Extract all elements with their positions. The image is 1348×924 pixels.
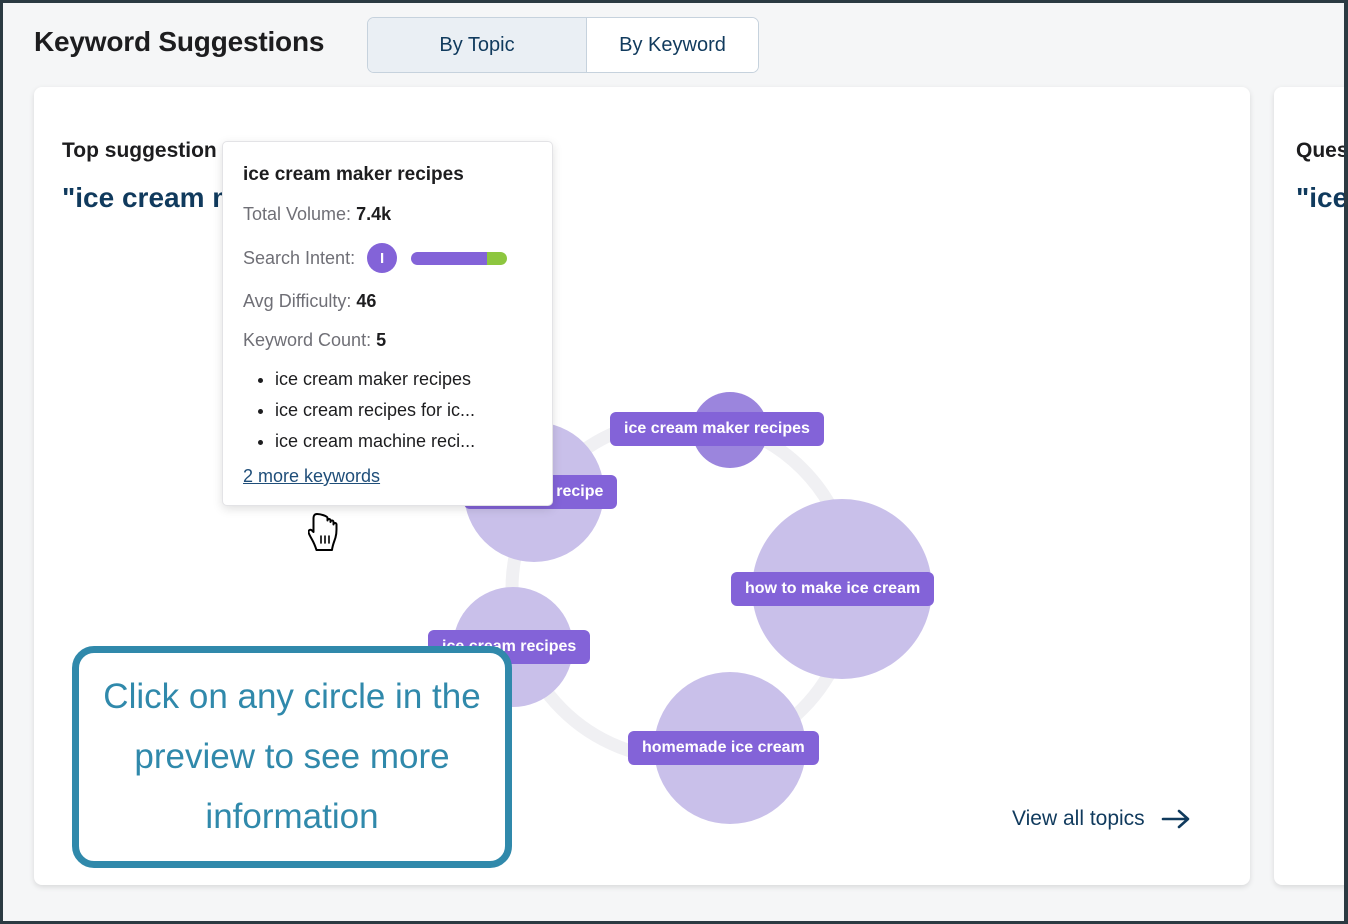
window-right-border [1344,0,1348,924]
avg-difficulty-label: Avg Difficulty: [243,291,352,311]
view-all-topics-label: View all topics [1012,807,1145,830]
total-volume-value: 7.4k [356,204,392,224]
arrow-right-icon [1161,808,1191,830]
avg-difficulty-value: 46 [356,291,377,311]
intent-distribution-bar [411,251,508,265]
topic-bubble-label[interactable]: ice cream maker recipes [610,412,824,446]
page-header: Keyword Suggestions By Topic By Keyword [3,3,1348,83]
questions-card-subheading: "ice cream" [1296,182,1348,213]
tooltip-keyword-count-row: Keyword Count: 5 [223,330,552,351]
keyword-count-value: 5 [376,330,387,350]
tooltip-search-intent-row: Search Intent: I [223,243,552,273]
tooltip-total-volume-row: Total Volume: 7.4k [223,204,552,225]
tooltip-avg-difficulty-row: Avg Difficulty: 46 [223,291,552,312]
topic-bubble-label[interactable]: homemade ice cream [628,731,819,765]
search-intent-label: Search Intent: [243,247,356,268]
questions-card-heading: Questions [1296,139,1348,162]
keyword-count-label: Keyword Count: [243,330,372,350]
tooltip-keyword-list: ice cream maker recipes ice cream recipes… [223,369,552,452]
instruction-callout-text: Click on any circle in the preview to se… [103,676,481,837]
intent-badge-icon: I [367,243,398,273]
intent-bar-segment-commercial [487,251,508,265]
view-mode-tab-group: By Topic By Keyword [367,17,759,73]
page-title: Keyword Suggestions [34,26,325,57]
tooltip-keyword-item: ice cream recipes for ic... [275,400,532,421]
instruction-callout: Click on any circle in the preview to se… [72,646,512,868]
tooltip-keyword-item: ice cream machine reci... [275,431,532,452]
intent-bar-segment-informational [411,251,488,265]
questions-card: Questions "ice cream" [1274,87,1348,885]
tooltip-keyword-item: ice cream maker recipes [275,369,532,390]
tooltip-title: ice cream maker recipes [243,164,464,185]
keyword-detail-tooltip: ice cream maker recipes Total Volume: 7.… [222,141,553,506]
tab-by-keyword[interactable]: By Keyword [587,18,758,72]
topic-bubble-label[interactable]: how to make ice cream [731,572,935,606]
view-all-topics-link[interactable]: View all topics [1012,807,1191,831]
more-keywords-link[interactable]: 2 more keywords [243,466,381,486]
tab-by-topic[interactable]: By Topic [368,18,587,72]
total-volume-label: Total Volume: [243,204,352,224]
